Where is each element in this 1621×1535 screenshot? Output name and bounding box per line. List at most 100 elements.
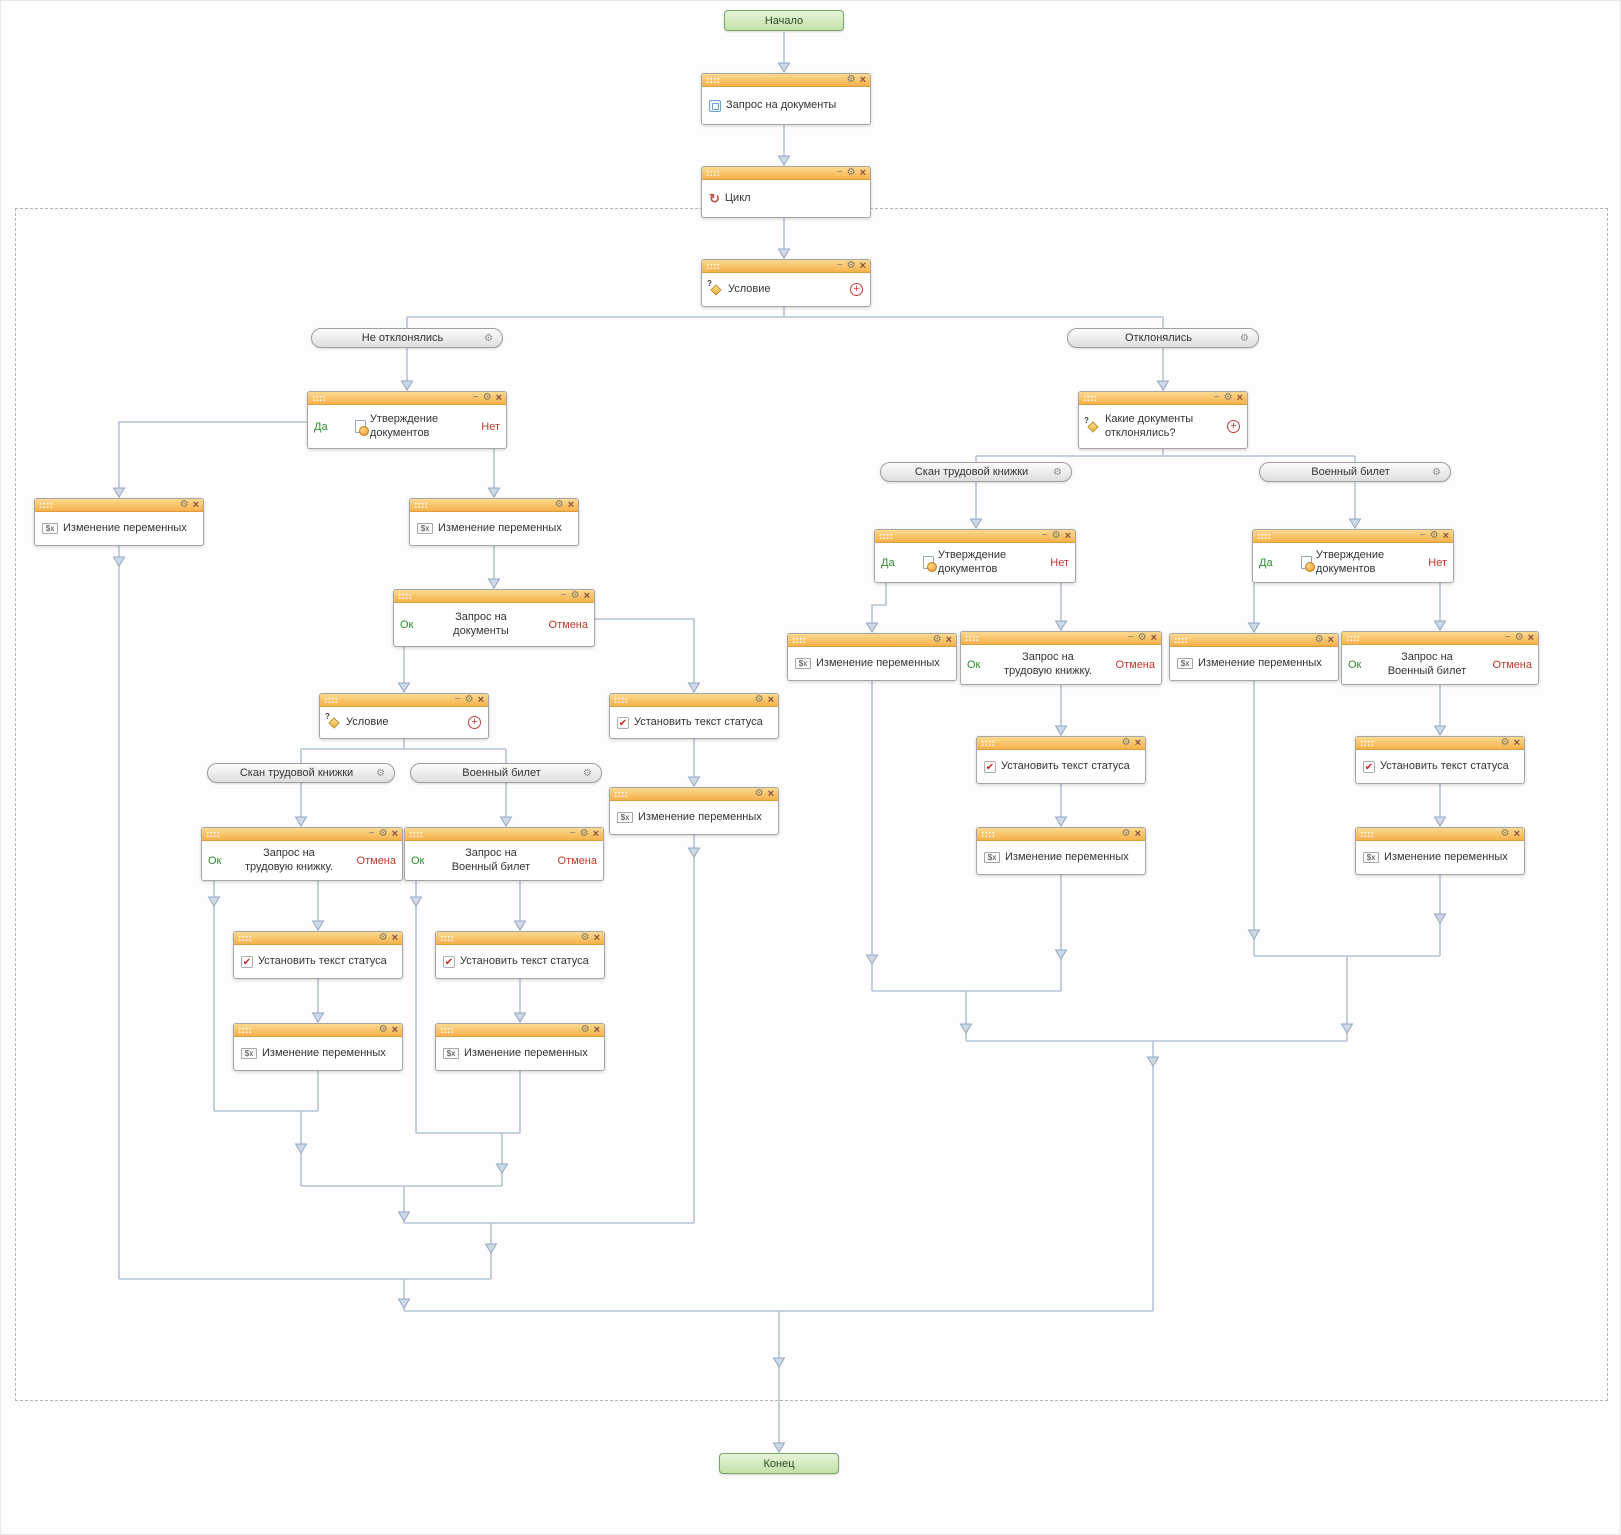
node-titlebar[interactable]: − ⚙ ×	[320, 694, 488, 707]
approval-node[interactable]: − ⚙ × Да Утверждение документов Нет	[1252, 529, 1454, 583]
gear-icon[interactable]: ⚙	[580, 932, 590, 943]
close-icon[interactable]: ×	[1134, 827, 1141, 840]
close-icon[interactable]: ×	[567, 498, 574, 511]
change-vars-node[interactable]: ⚙ × $x Изменение переменных	[34, 498, 204, 546]
branch-pill-military-id[interactable]: Военный билет ⚙	[1259, 462, 1451, 482]
gear-icon[interactable]: ⚙	[1053, 466, 1062, 478]
gear-icon[interactable]: ⚙	[846, 74, 856, 85]
gear-icon[interactable]: ⚙	[482, 392, 492, 403]
add-branch-icon[interactable]: +	[468, 716, 481, 729]
close-icon[interactable]: ×	[495, 391, 502, 404]
set-status-node[interactable]: ⚙ × ✔ Установить текст статуса	[609, 693, 779, 739]
drag-grip-icon[interactable]	[706, 76, 720, 84]
drag-grip-icon[interactable]	[409, 830, 423, 838]
close-icon[interactable]: ×	[767, 693, 774, 706]
close-icon[interactable]: ×	[859, 73, 866, 86]
drag-grip-icon[interactable]	[414, 501, 428, 509]
ok-exit-label[interactable]: Ок	[967, 658, 981, 671]
drag-grip-icon[interactable]	[614, 790, 628, 798]
node-titlebar[interactable]: − ⚙ ×	[961, 632, 1161, 645]
no-exit-label[interactable]: Нет	[481, 420, 500, 433]
node-titlebar[interactable]: − ⚙ ×	[702, 260, 870, 273]
ok-exit-label[interactable]: Ок	[1348, 658, 1362, 671]
minimize-icon[interactable]: −	[569, 828, 576, 839]
cancel-exit-label[interactable]: Отмена	[548, 618, 588, 631]
close-icon[interactable]: ×	[192, 498, 199, 511]
minimize-icon[interactable]: −	[836, 260, 843, 271]
set-status-node[interactable]: ⚙ × ✔ Установить текст статуса	[435, 931, 605, 979]
close-icon[interactable]: ×	[1134, 736, 1141, 749]
gear-icon[interactable]: ⚙	[1051, 530, 1061, 541]
gear-icon[interactable]: ⚙	[583, 767, 592, 779]
minimize-icon[interactable]: −	[1213, 392, 1220, 403]
node-titlebar[interactable]: − ⚙ ×	[405, 828, 603, 841]
branch-pill-rejected[interactable]: Отклонялись ⚙	[1067, 328, 1259, 348]
branch-pill-not-rejected[interactable]: Не отклонялись ⚙	[311, 328, 503, 348]
gear-icon[interactable]: ⚙	[378, 828, 388, 839]
drag-grip-icon[interactable]	[398, 592, 412, 600]
minimize-icon[interactable]: −	[1041, 530, 1048, 541]
gear-icon[interactable]: ⚙	[179, 499, 189, 510]
drag-grip-icon[interactable]	[614, 696, 628, 704]
request-workbook-node[interactable]: − ⚙ × Ок Запрос на трудовую книжку. Отме…	[960, 631, 1162, 685]
node-titlebar[interactable]: ⚙ ×	[702, 74, 870, 87]
gear-icon[interactable]: ⚙	[580, 1024, 590, 1035]
node-titlebar[interactable]: ⚙ ×	[234, 1024, 402, 1037]
drag-grip-icon[interactable]	[440, 1026, 454, 1034]
minimize-icon[interactable]: −	[454, 694, 461, 705]
add-branch-icon[interactable]: +	[1227, 420, 1240, 433]
node-titlebar[interactable]: ⚙ ×	[234, 932, 402, 945]
close-icon[interactable]: ×	[1513, 827, 1520, 840]
drag-grip-icon[interactable]	[981, 830, 995, 838]
gear-icon[interactable]: ⚙	[1121, 828, 1131, 839]
gear-icon[interactable]: ⚙	[1121, 737, 1131, 748]
gear-icon[interactable]: ⚙	[1137, 632, 1147, 643]
close-icon[interactable]: ×	[593, 931, 600, 944]
minimize-icon[interactable]: −	[1419, 530, 1426, 541]
gear-icon[interactable]: ⚙	[464, 694, 474, 705]
cancel-exit-label[interactable]: Отмена	[356, 854, 396, 867]
drag-grip-icon[interactable]	[981, 739, 995, 747]
condition-node[interactable]: − ⚙ × ? Условие +	[701, 259, 871, 307]
no-exit-label[interactable]: Нет	[1050, 556, 1069, 569]
gear-icon[interactable]: ⚙	[376, 767, 385, 779]
close-icon[interactable]: ×	[592, 827, 599, 840]
ok-exit-label[interactable]: Ок	[208, 854, 222, 867]
gear-icon[interactable]: ⚙	[554, 499, 564, 510]
gear-icon[interactable]: ⚙	[1223, 392, 1233, 403]
set-status-node[interactable]: ⚙ × ✔ Установить текст статуса	[1355, 736, 1525, 784]
node-titlebar[interactable]: − ⚙ ×	[1253, 530, 1453, 543]
gear-icon[interactable]: ⚙	[484, 332, 493, 344]
minimize-icon[interactable]: −	[1127, 632, 1134, 643]
gear-icon[interactable]: ⚙	[846, 260, 856, 271]
drag-grip-icon[interactable]	[879, 532, 893, 540]
condition-node[interactable]: − ⚙ × ? Условие +	[319, 693, 489, 739]
node-titlebar[interactable]: ⚙ ×	[610, 788, 778, 801]
gear-icon[interactable]: ⚙	[1514, 632, 1524, 643]
change-vars-node[interactable]: ⚙ × $x Изменение переменных	[409, 498, 579, 546]
change-vars-node[interactable]: ⚙ × $x Изменение переменных	[435, 1023, 605, 1071]
drag-grip-icon[interactable]	[1174, 636, 1188, 644]
branch-pill-workbook-scan[interactable]: Скан трудовой книжки ⚙	[880, 462, 1072, 482]
drag-grip-icon[interactable]	[1083, 394, 1097, 402]
drag-grip-icon[interactable]	[1346, 634, 1360, 642]
close-icon[interactable]: ×	[593, 1023, 600, 1036]
node-titlebar[interactable]: ⚙ ×	[1356, 828, 1524, 841]
node-titlebar[interactable]: ⚙ ×	[610, 694, 778, 707]
start-node[interactable]: Начало	[724, 10, 844, 31]
node-titlebar[interactable]: ⚙ ×	[410, 499, 578, 512]
cancel-exit-label[interactable]: Отмена	[1115, 658, 1155, 671]
close-icon[interactable]: ×	[945, 633, 952, 646]
gear-icon[interactable]: ⚙	[378, 932, 388, 943]
drag-grip-icon[interactable]	[238, 934, 252, 942]
gear-icon[interactable]: ⚙	[754, 694, 764, 705]
minimize-icon[interactable]: −	[368, 828, 375, 839]
approval-node[interactable]: − ⚙ × Да Утверждение документов Нет	[307, 391, 507, 449]
cancel-exit-label[interactable]: Отмена	[557, 854, 597, 867]
close-icon[interactable]: ×	[1327, 633, 1334, 646]
gear-icon[interactable]: ⚙	[570, 590, 580, 601]
drag-grip-icon[interactable]	[440, 934, 454, 942]
close-icon[interactable]: ×	[477, 693, 484, 706]
minimize-icon[interactable]: −	[560, 590, 567, 601]
request-military-id-node[interactable]: − ⚙ × Ок Запрос на Военный билет Отмена	[404, 827, 604, 881]
